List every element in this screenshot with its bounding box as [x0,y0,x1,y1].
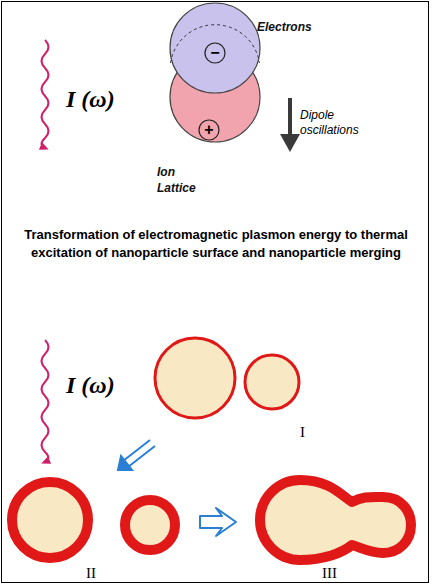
stage-number: I [300,424,305,441]
nanoparticles-cold [155,338,299,418]
nanoparticles-heated [12,482,175,558]
light-wave [42,340,49,462]
charge-sign: + [199,122,219,138]
stage-number: III [322,565,337,582]
electron-cloud: Electrons− [169,2,261,94]
diagram-title: Transformation of electromagnetic plasmo… [14,226,418,262]
part-label: Electrons [257,19,327,35]
merge-arrow [200,508,236,536]
light-intensity: I (ω) [66,86,115,113]
motion-label: Dipole oscillations [300,108,384,138]
stage-number: II [86,565,96,582]
part-label: Ion Lattice [157,164,205,196]
light-intensity: I (ω) [66,372,115,399]
light-wave [42,40,49,148]
dipole-arrow [280,98,300,152]
charge-sign: − [205,45,225,61]
merged-nanoparticle [260,480,411,560]
transition-arrow [118,440,155,470]
